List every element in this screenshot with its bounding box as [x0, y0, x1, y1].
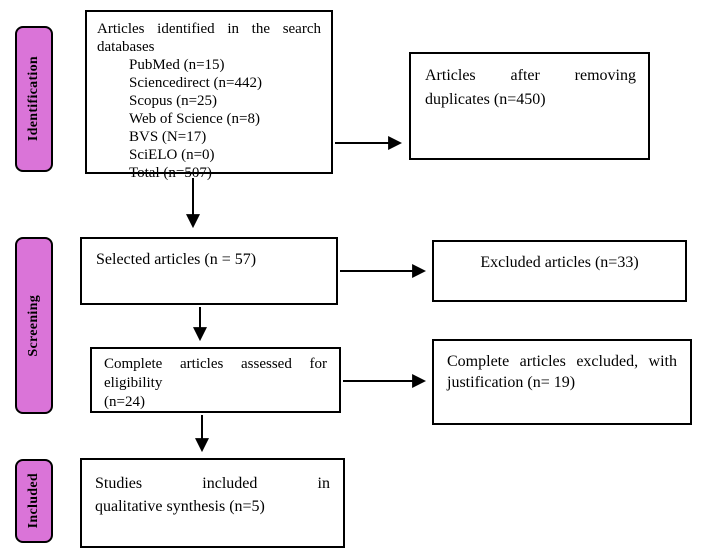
- eligibility-line-2: eligibility: [104, 375, 163, 391]
- box-after-duplicates: Articles after removing duplicates (n=45…: [409, 52, 650, 160]
- database-count-item: PubMed (n=15): [129, 57, 225, 73]
- box-excluded-articles: Excluded articles (n=33): [432, 240, 687, 302]
- database-count-item: BVS (N=17): [129, 129, 207, 145]
- box-assessed-eligibility: Complete articles assessed for eligibili…: [90, 347, 341, 413]
- stage-box-included: Included: [15, 459, 53, 543]
- excluded-just-line-1: Complete articles excluded, with: [447, 353, 677, 370]
- database-count-list: PubMed (n=15) Sciencedirect (n=442) Scop…: [97, 56, 321, 182]
- database-count-item: Total (n=507): [129, 165, 212, 181]
- database-count-item: Scopus (n=25): [129, 93, 218, 109]
- eligibility-line-1: Complete articles assessed for: [104, 356, 327, 372]
- box-qualitative-synthesis: Studies included in qualitative synthesi…: [80, 458, 345, 548]
- database-count-item: SciELO (n=0): [129, 147, 215, 163]
- duplicates-line-1: Articles after removing: [425, 67, 636, 84]
- identified-line-1: Articles identified in the search: [97, 21, 321, 37]
- stage-box-screening: Screening: [15, 237, 53, 414]
- excluded-just-line-2: justification (n= 19): [447, 374, 576, 391]
- qualitative-line-1: Studies included in: [95, 475, 330, 492]
- box-selected-articles: Selected articles (n = 57): [80, 237, 338, 305]
- duplicates-line-2: duplicates (n=450): [425, 91, 546, 108]
- stage-box-identification: Identification: [15, 26, 53, 172]
- eligibility-line-3: (n=24): [104, 394, 145, 410]
- box-excluded-with-justification: Complete articles excluded, with justifi…: [432, 339, 692, 425]
- stage-label-included: Included: [26, 473, 41, 529]
- stage-label-screening: Screening: [26, 294, 41, 357]
- box-articles-identified: Articles identified in the search databa…: [85, 10, 333, 181]
- stage-label-identification: Identification: [26, 56, 41, 142]
- qualitative-line-2: qualitative synthesis (n=5): [95, 498, 265, 515]
- selected-text: Selected articles (n = 57): [96, 251, 257, 268]
- database-count-item: Sciencedirect (n=442): [129, 75, 262, 91]
- identified-line-2: databases: [97, 39, 155, 55]
- excluded-text: Excluded articles (n=33): [480, 254, 639, 271]
- database-count-item: Web of Science (n=8): [129, 111, 260, 127]
